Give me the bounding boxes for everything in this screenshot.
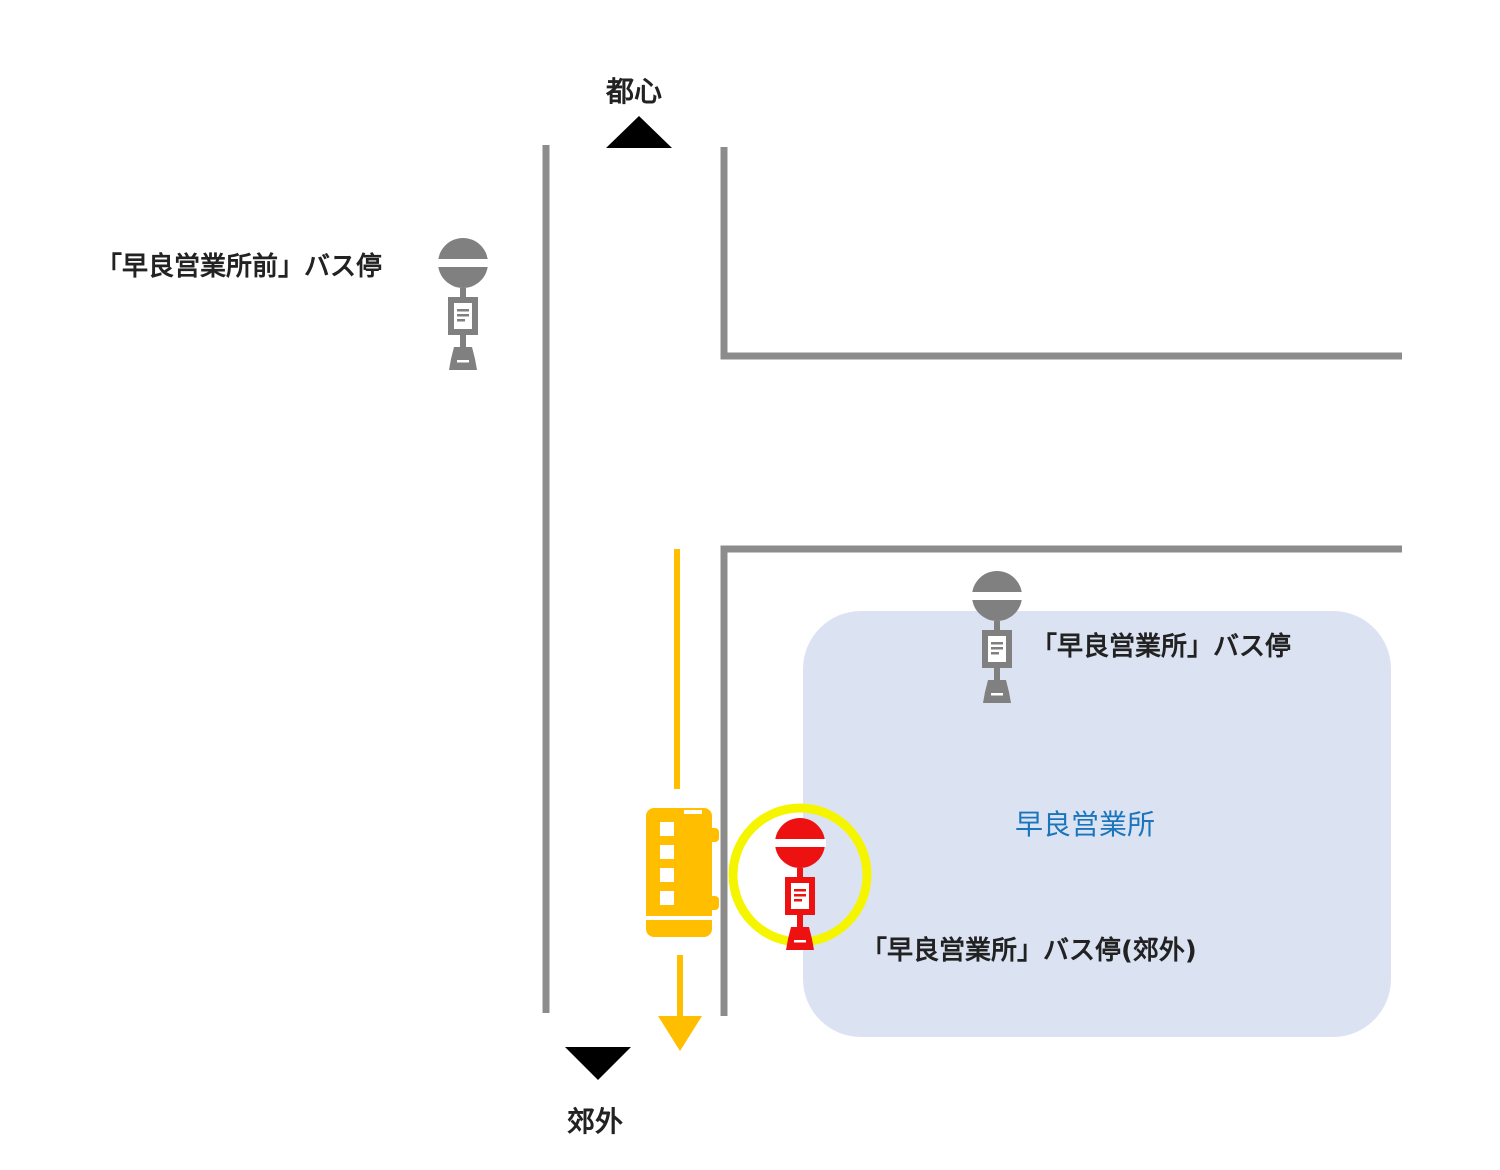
main-road-east-edge-north <box>720 147 1402 360</box>
main-road-east-edge-south <box>720 545 1402 1016</box>
south-arrow-icon <box>565 1047 631 1080</box>
bus-stop-suburb-sign-icon <box>774 818 826 950</box>
direction-south-label: 郊外 <box>567 1105 624 1138</box>
bus-route-arrowhead-icon <box>658 1016 702 1051</box>
bus-icon <box>646 808 719 937</box>
bus-stop-office-label: 「早良営業所」バス停 <box>1031 632 1292 662</box>
office-name-label: 早良営業所 <box>1015 808 1156 841</box>
bus-route-arrow <box>674 549 683 1020</box>
bus-stop-front-label: 「早良営業所前」バス停 <box>96 252 383 282</box>
bus-stop-office-sign-icon <box>971 571 1023 703</box>
north-arrow-icon <box>606 116 672 148</box>
bus-stop-front-sign-icon <box>437 238 489 370</box>
direction-north-label: 都心 <box>606 75 663 108</box>
office-area <box>803 611 1391 1037</box>
bus-stop-suburb-label: 「早良営業所」バス停(郊外) <box>861 936 1197 966</box>
road-lines <box>542 145 1402 1016</box>
